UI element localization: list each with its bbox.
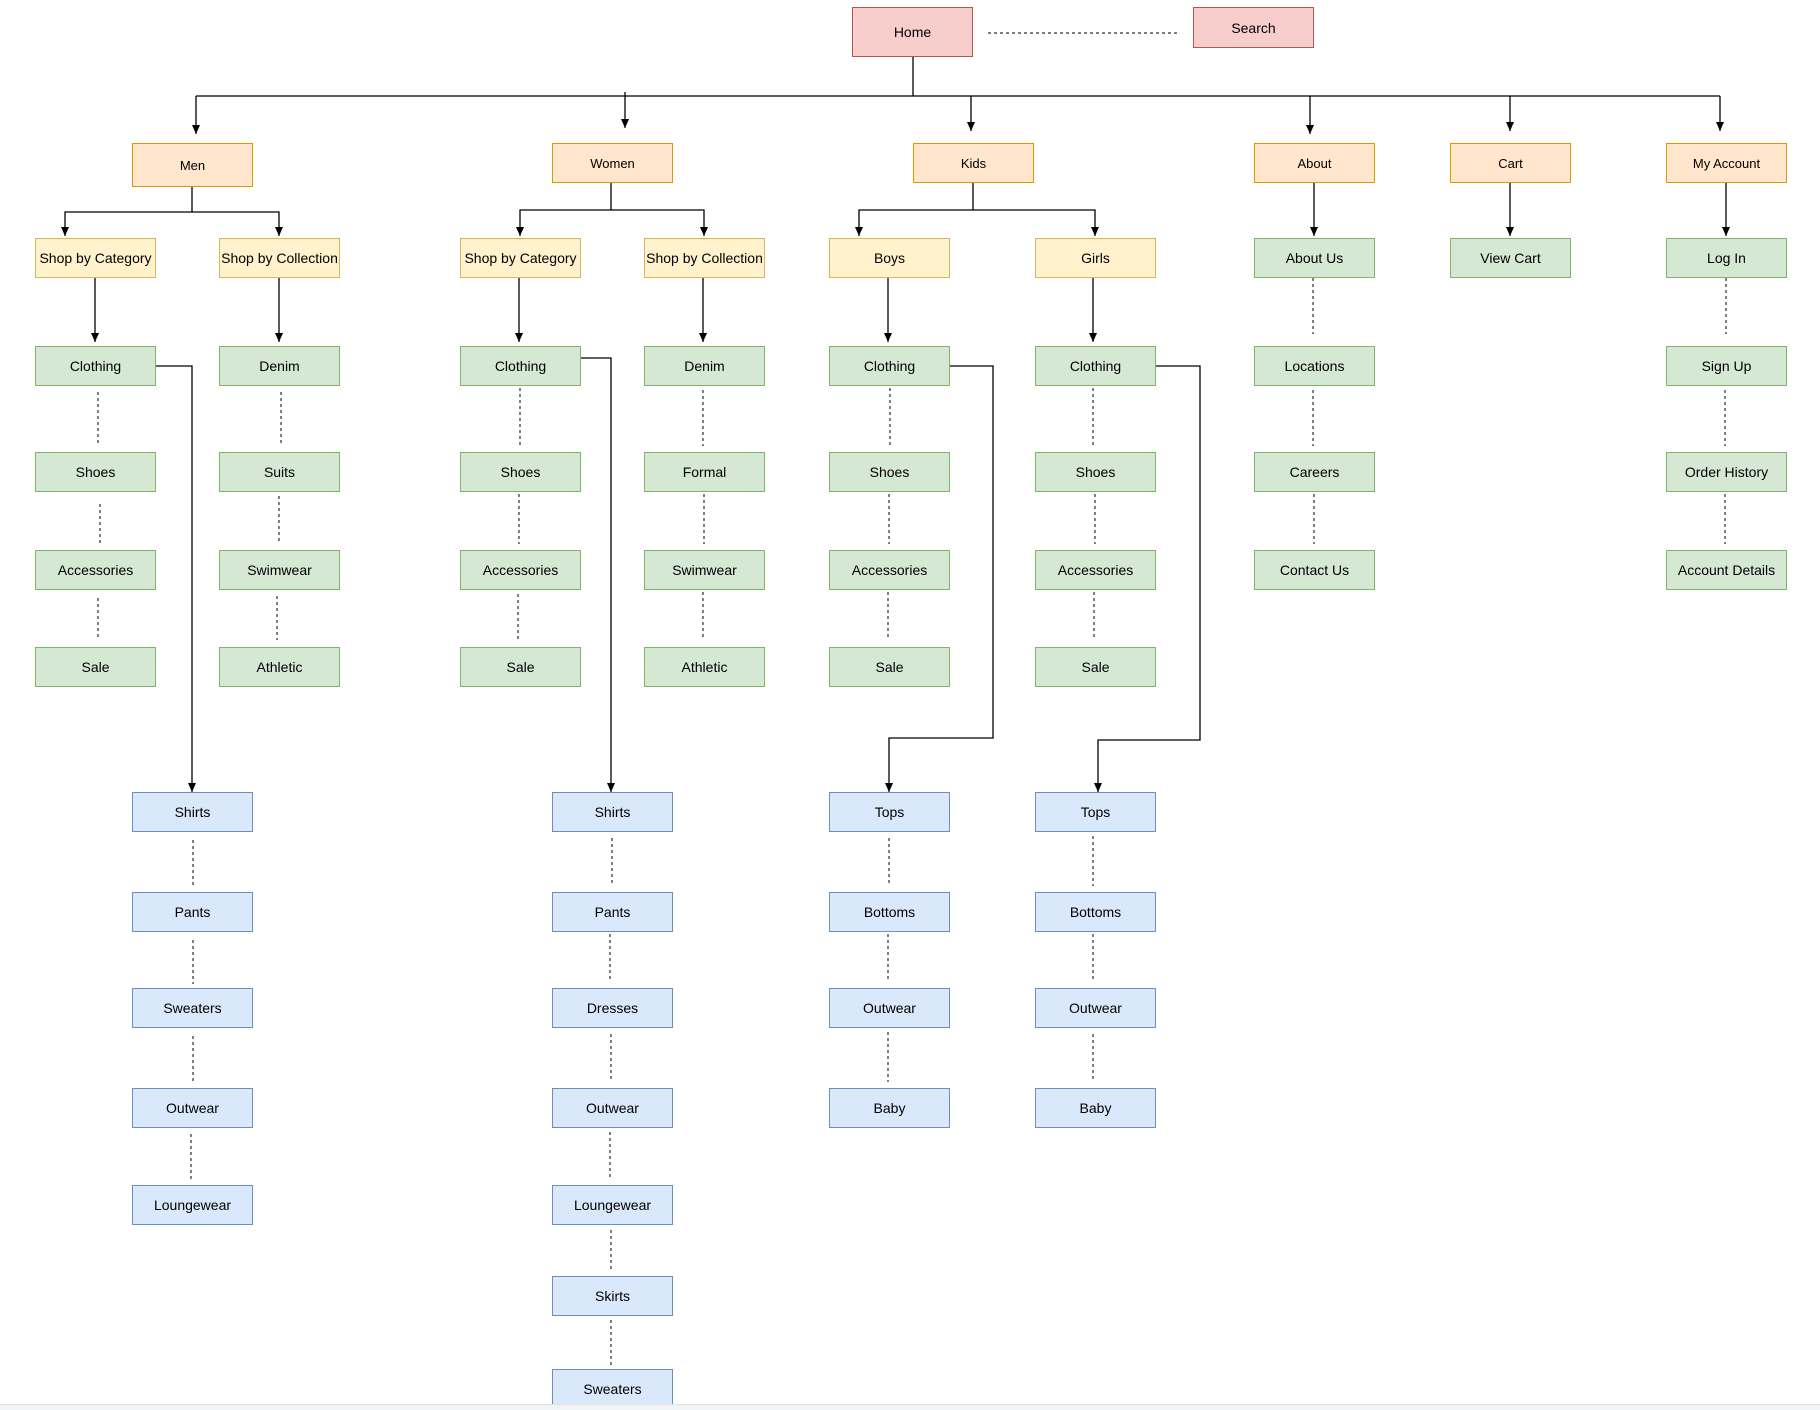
node-women-formal[interactable]: Formal — [644, 452, 765, 492]
node-girls-baby[interactable]: Baby — [1035, 1088, 1156, 1128]
node-search[interactable]: Search — [1193, 7, 1314, 48]
node-sign-up[interactable]: Sign Up — [1666, 346, 1787, 386]
node-men-sale[interactable]: Sale — [35, 647, 156, 687]
node-boys-baby[interactable]: Baby — [829, 1088, 950, 1128]
node-women-shop-by-category[interactable]: Shop by Category — [460, 238, 581, 278]
node-men-clothing[interactable]: Clothing — [35, 346, 156, 386]
node-women-swimwear[interactable]: Swimwear — [644, 550, 765, 590]
node-men-shop-by-category[interactable]: Shop by Category — [35, 238, 156, 278]
node-women-accessories[interactable]: Accessories — [460, 550, 581, 590]
arrow-connector-13 — [855, 183, 974, 236]
node-boys-accessories[interactable]: Accessories — [829, 550, 950, 590]
node-about-us[interactable]: About Us — [1254, 238, 1375, 278]
node-women-shirts[interactable]: Shirts — [552, 792, 673, 832]
node-men-shirts[interactable]: Shirts — [132, 792, 253, 832]
node-women[interactable]: Women — [552, 143, 673, 183]
node-boys-bottoms[interactable]: Bottoms — [829, 892, 950, 932]
node-men-shoes[interactable]: Shoes — [35, 452, 156, 492]
node-girls-sale[interactable]: Sale — [1035, 647, 1156, 687]
arrow-connector-49 — [581, 357, 615, 792]
node-women-pants[interactable]: Pants — [552, 892, 673, 932]
arrow-connector-12 — [611, 209, 708, 236]
node-men-loungewear[interactable]: Loungewear — [132, 1185, 253, 1225]
node-girls-tops[interactable]: Tops — [1035, 792, 1156, 832]
node-order-history[interactable]: Order History — [1666, 452, 1787, 492]
node-men-shop-by-collection[interactable]: Shop by Collection — [219, 238, 340, 278]
arrow-connector-48 — [156, 365, 196, 792]
node-men-suits[interactable]: Suits — [219, 452, 340, 492]
node-women-sweaters[interactable]: Sweaters — [552, 1369, 673, 1409]
node-men-denim[interactable]: Denim — [219, 346, 340, 386]
node-women-shoes[interactable]: Shoes — [460, 452, 581, 492]
node-contact-us[interactable]: Contact Us — [1254, 550, 1375, 590]
bottom-scroll-strip — [0, 1404, 1820, 1410]
node-men-athletic[interactable]: Athletic — [219, 647, 340, 687]
node-boys-outwear[interactable]: Outwear — [829, 988, 950, 1028]
node-view-cart[interactable]: View Cart — [1450, 238, 1571, 278]
node-girls[interactable]: Girls — [1035, 238, 1156, 278]
node-boys-tops[interactable]: Tops — [829, 792, 950, 832]
node-girls-clothing[interactable]: Clothing — [1035, 346, 1156, 386]
node-women-denim[interactable]: Denim — [644, 346, 765, 386]
node-men-accessories[interactable]: Accessories — [35, 550, 156, 590]
node-men-sweaters[interactable]: Sweaters — [132, 988, 253, 1028]
node-boys-clothing[interactable]: Clothing — [829, 346, 950, 386]
node-boys-sale[interactable]: Sale — [829, 647, 950, 687]
node-women-loungewear[interactable]: Loungewear — [552, 1185, 673, 1225]
node-boys-shoes[interactable]: Shoes — [829, 452, 950, 492]
node-account-details[interactable]: Account Details — [1666, 550, 1787, 590]
node-home[interactable]: Home — [852, 7, 973, 57]
node-women-skirts[interactable]: Skirts — [552, 1276, 673, 1316]
node-women-dresses[interactable]: Dresses — [552, 988, 673, 1028]
node-men-swimwear[interactable]: Swimwear — [219, 550, 340, 590]
node-locations[interactable]: Locations — [1254, 346, 1375, 386]
node-men[interactable]: Men — [132, 143, 253, 187]
arrow-connector-10 — [192, 211, 283, 236]
arrow-connector-14 — [973, 209, 1099, 236]
node-women-sale[interactable]: Sale — [460, 647, 581, 687]
node-women-clothing[interactable]: Clothing — [460, 346, 581, 386]
node-girls-bottoms[interactable]: Bottoms — [1035, 892, 1156, 932]
node-men-pants[interactable]: Pants — [132, 892, 253, 932]
node-cart[interactable]: Cart — [1450, 143, 1571, 183]
node-kids[interactable]: Kids — [913, 143, 1034, 183]
node-women-athletic[interactable]: Athletic — [644, 647, 765, 687]
node-boys[interactable]: Boys — [829, 238, 950, 278]
arrow-connector-11 — [516, 183, 612, 236]
node-girls-outwear[interactable]: Outwear — [1035, 988, 1156, 1028]
arrow-connector-51 — [1094, 365, 1201, 792]
node-girls-accessories[interactable]: Accessories — [1035, 550, 1156, 590]
node-men-outwear[interactable]: Outwear — [132, 1088, 253, 1128]
node-girls-shoes[interactable]: Shoes — [1035, 452, 1156, 492]
arrow-connector-9 — [61, 187, 193, 236]
arrow-connector-50 — [885, 365, 994, 792]
node-women-shop-by-collection[interactable]: Shop by Collection — [644, 238, 765, 278]
node-women-outwear[interactable]: Outwear — [552, 1088, 673, 1128]
node-log-in[interactable]: Log In — [1666, 238, 1787, 278]
node-careers[interactable]: Careers — [1254, 452, 1375, 492]
node-my-account[interactable]: My Account — [1666, 143, 1787, 183]
node-about[interactable]: About — [1254, 143, 1375, 183]
